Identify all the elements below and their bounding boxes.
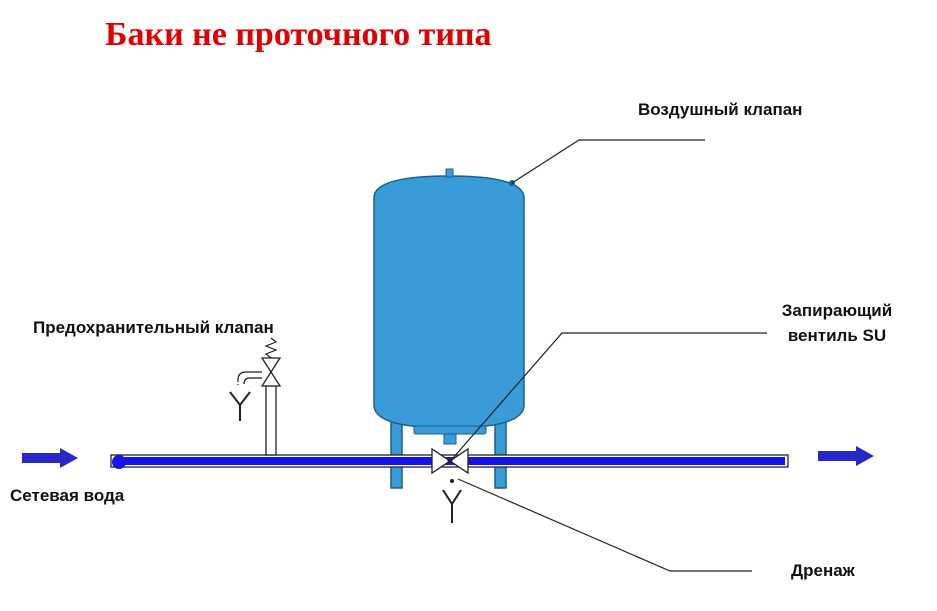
diagram-title: Баки не проточного типа bbox=[105, 16, 492, 53]
shutoff-valve-leader bbox=[452, 332, 767, 459]
drain-leader bbox=[457, 478, 752, 572]
air-valve-label: Воздушный клапан bbox=[638, 100, 803, 119]
shutoff-valve-label-line2: вентиль SU bbox=[787, 326, 887, 345]
shutoff-valve-symbol bbox=[431, 447, 469, 475]
safety-valve-label: Предохранительный клапан bbox=[33, 318, 274, 337]
inlet-point bbox=[112, 455, 126, 469]
inlet-arrow-icon bbox=[22, 448, 78, 468]
air-valve-point bbox=[509, 180, 515, 186]
outlet-arrow-icon bbox=[818, 446, 874, 466]
expansion-tank bbox=[373, 175, 525, 429]
safety-drain-symbol bbox=[229, 391, 251, 421]
drain-label: Дренаж bbox=[791, 561, 855, 580]
safety-valve-riser bbox=[265, 385, 277, 456]
air-valve-leader bbox=[511, 139, 705, 184]
tank-top-nipple bbox=[445, 168, 454, 178]
safety-valve-assembly bbox=[237, 337, 282, 456]
drain-symbol bbox=[442, 479, 462, 523]
shutoff-valve-label-line1: Запирающий bbox=[781, 301, 893, 320]
mains-water-label: Сетевая вода bbox=[10, 486, 125, 505]
tank-connector bbox=[443, 433, 457, 445]
